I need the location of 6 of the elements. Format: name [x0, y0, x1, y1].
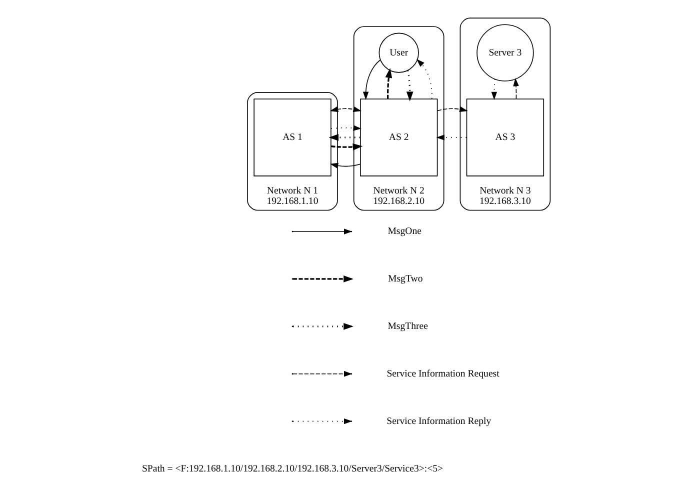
- legend-label: MsgOne: [388, 226, 422, 238]
- label: SPath = <F:192.168.1.10/192.168.2.10/192.168.3.10/Server3/Service3>:<5>: [142, 463, 444, 474]
- legend-label: MsgTwo: [388, 274, 423, 285]
- legend-label: Service Information Request: [386, 368, 500, 380]
- legend-label: Service Information Reply: [386, 416, 492, 427]
- legend-label: MsgThree: [388, 320, 428, 332]
